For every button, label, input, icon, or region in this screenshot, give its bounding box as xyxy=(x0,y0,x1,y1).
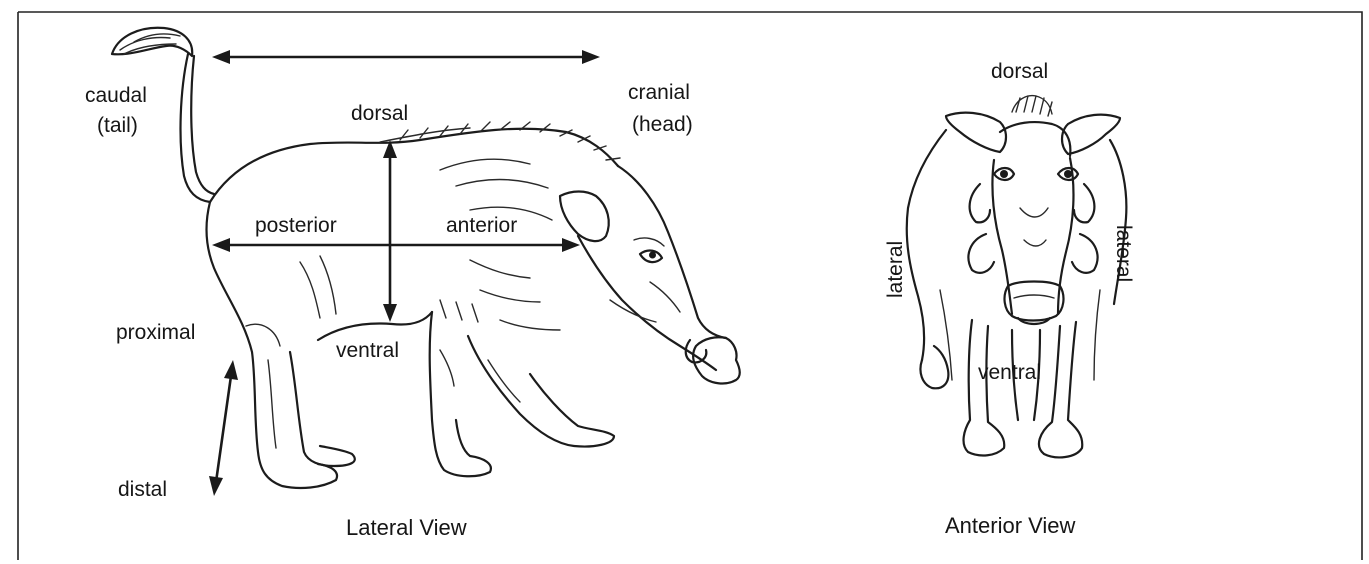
caption-anterior-view: Anterior View xyxy=(945,513,1076,538)
cranial-caudal-arrow xyxy=(212,50,600,64)
proximal-distal-arrow xyxy=(209,360,238,496)
label-caudal: caudal xyxy=(85,84,147,107)
warthog-anterior-drawing xyxy=(907,96,1127,458)
label-anterior: anterior xyxy=(446,214,517,237)
label-ventral-lateral: ventral xyxy=(336,339,399,362)
label-distal: distal xyxy=(118,478,167,501)
label-posterior: posterior xyxy=(255,214,337,237)
label-lateral-left: lateral xyxy=(884,241,907,298)
label-head: (head) xyxy=(632,113,693,136)
label-ventral-anterior: ventral xyxy=(978,361,1041,384)
label-tail: (tail) xyxy=(97,114,138,137)
label-proximal: proximal xyxy=(116,321,195,344)
label-dorsal-anterior: dorsal xyxy=(991,60,1048,83)
anterior-posterior-arrow xyxy=(212,238,580,252)
dorsal-ventral-arrow xyxy=(383,140,397,322)
label-lateral-right: lateral xyxy=(1112,225,1135,282)
caption-lateral-view: Lateral View xyxy=(346,515,467,540)
label-dorsal-lateral: dorsal xyxy=(351,102,408,125)
label-cranial: cranial xyxy=(628,81,690,104)
